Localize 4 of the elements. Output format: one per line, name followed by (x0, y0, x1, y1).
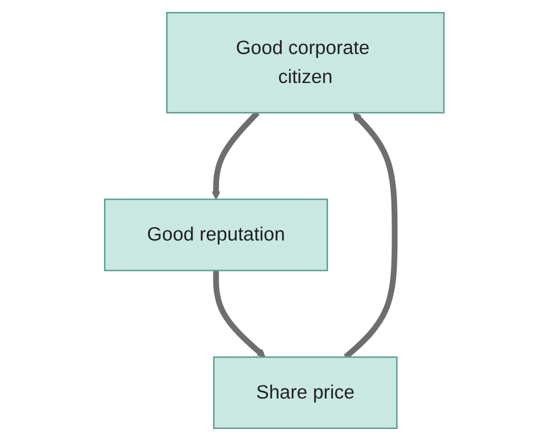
node-box: Good reputation (104, 198, 328, 272)
node-box: Good corporate citizen (166, 12, 445, 114)
node-box: Share price (213, 356, 398, 430)
arrow (213, 270, 266, 358)
